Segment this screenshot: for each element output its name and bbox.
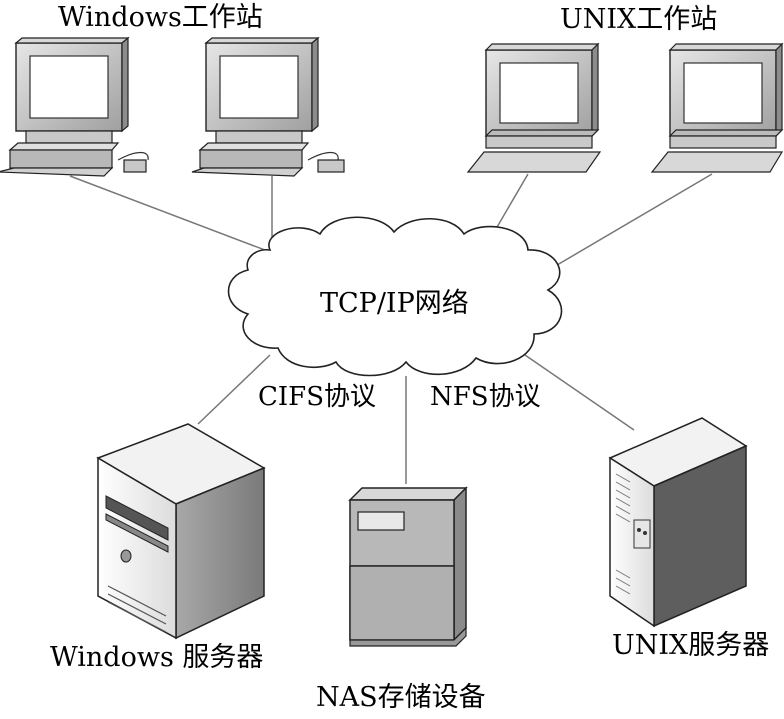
windows-workstation-1 — [0, 36, 149, 177]
network-label: TCP/IP网络 — [320, 288, 469, 319]
unix-server-label: UNIX服务器 — [612, 630, 770, 661]
windows-workstation-2 — [191, 36, 345, 177]
monitor-screen — [499, 62, 579, 124]
unix-workstations-label: UNIX工作站 — [560, 4, 718, 35]
connection-lines — [69, 173, 713, 484]
unix-server — [608, 417, 748, 628]
mouse — [317, 159, 345, 173]
windows-server — [96, 423, 266, 640]
link-win-server — [197, 354, 271, 425]
unix-workstation-2 — [650, 42, 784, 173]
monitor-screen — [219, 55, 299, 119]
nas-storage-label: NAS存储设备 — [316, 682, 486, 713]
monitor-screen — [29, 55, 109, 119]
monitor-screen — [683, 62, 763, 124]
windows-workstations-label: Windows工作站 — [58, 2, 263, 33]
cifs-protocol-label: CIFS协议 — [258, 382, 377, 412]
nfs-protocol-label: NFS协议 — [430, 382, 541, 412]
unix-workstation-1 — [466, 42, 602, 173]
nas-storage — [348, 486, 468, 647]
link-win-ws-1 — [69, 175, 279, 256]
network-cloud — [227, 216, 563, 377]
mouse — [123, 159, 147, 173]
windows-server-label: Windows 服务器 — [50, 642, 264, 673]
link-unix-server — [524, 354, 635, 431]
link-unix-ws-2 — [551, 173, 713, 269]
